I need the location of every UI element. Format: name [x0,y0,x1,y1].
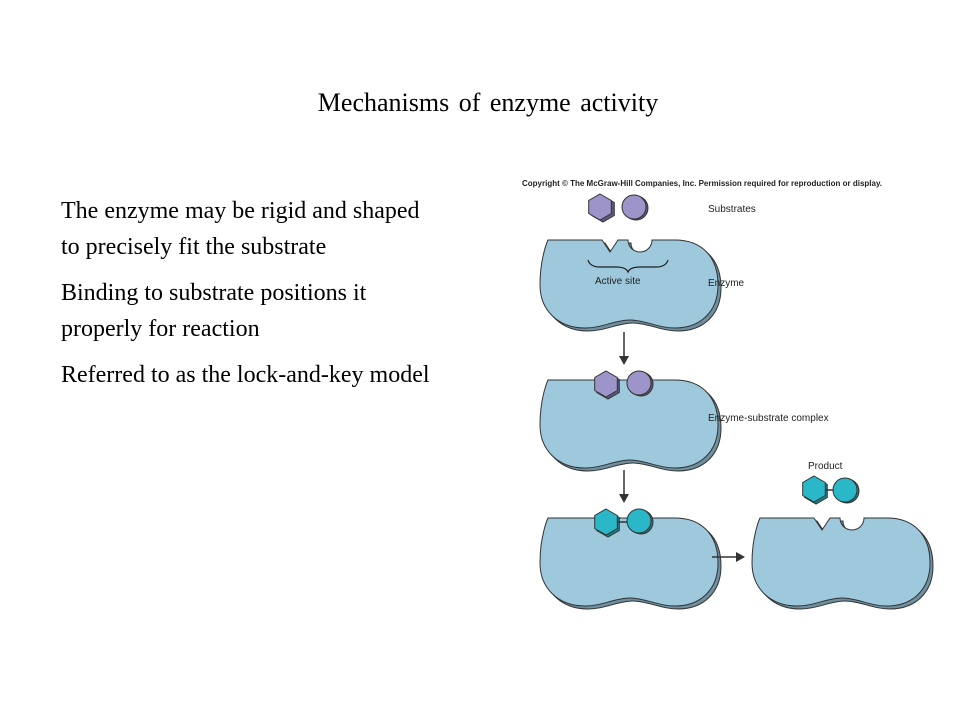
label-enzyme-substrate-complex: Enzyme-substrate complex [708,413,829,424]
label-active-site: Active site [595,276,641,287]
copyright-notice: Copyright © The McGraw-Hill Companies, I… [522,179,882,188]
bullet-rigid-enzyme: The enzyme may be rigid and shaped to pr… [61,198,420,260]
bullet-binding-position: Binding to substrate positions it proper… [61,280,367,342]
right-arrow-icon [712,552,745,562]
enzyme-substrate-complex [539,370,722,472]
product-molecule [802,475,860,505]
slide-title: Mechanisms of enzyme activity [317,88,659,117]
bullet-list: The enzyme may be rigid and shaped to pr… [61,193,431,403]
down-arrow-icon [619,470,629,503]
free-substrates [588,193,649,223]
released-enzyme [751,517,934,610]
label-enzyme: Enzyme [708,278,745,289]
lock-and-key-diagram: Copyright © The McGraw-Hill Companies, I… [522,179,934,610]
label-substrates: Substrates [708,204,756,215]
down-arrow-icon [619,332,629,365]
active-site-bracket [587,259,669,274]
bullet-lock-and-key: Referred to as the lock-and-key model [61,362,430,388]
label-product: Product [808,461,843,472]
enzyme-product-complex [539,508,722,610]
